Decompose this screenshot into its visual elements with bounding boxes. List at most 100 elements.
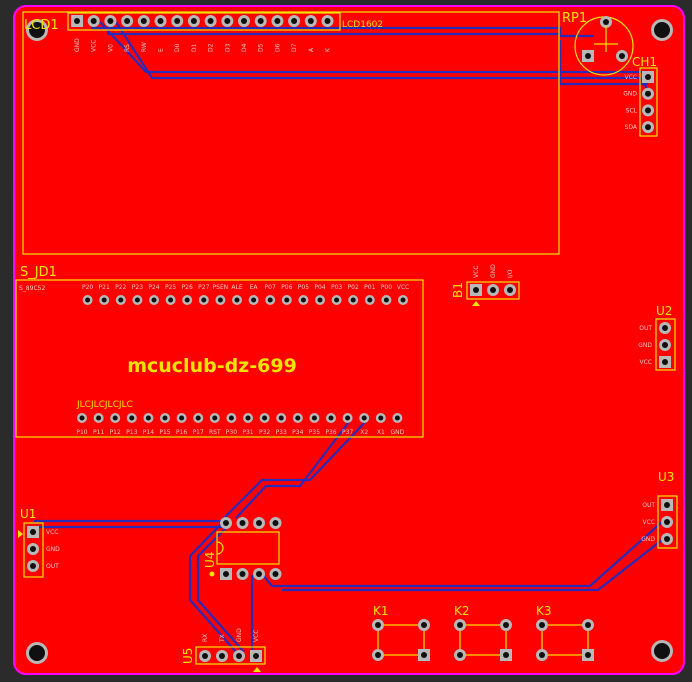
u3-outline	[657, 495, 678, 549]
rp-wiper	[594, 26, 618, 52]
lcd-connector-outline	[67, 12, 341, 31]
button-k2[interactable]: K2	[454, 604, 512, 661]
mcu-top-pad	[82, 295, 93, 305]
rp-hole-2	[603, 19, 609, 25]
trace-u3-u4-b	[282, 539, 663, 592]
lcd-pad	[254, 15, 267, 27]
u2-pin-label: OUT	[639, 325, 652, 332]
u1-pin-label: VCC	[46, 529, 58, 536]
u3-pin-label: GND	[641, 536, 655, 543]
u5-pin-label: GND	[236, 628, 243, 642]
button-k1[interactable]: K1	[372, 604, 430, 661]
k2-outline	[459, 624, 507, 656]
lcd-pad	[71, 15, 83, 27]
mcu-top-pad	[182, 295, 193, 305]
mcu-bottom-pad	[110, 413, 121, 423]
lcd-pad	[171, 15, 184, 27]
mcu-top-pin-label: PSEN	[213, 284, 229, 291]
lcd-pad	[104, 15, 117, 27]
mcu-top-pin-label: P01	[364, 284, 375, 291]
lcd-pin-label: GND	[74, 38, 81, 52]
mcu-bottom-pad	[326, 413, 336, 423]
b-outline	[466, 281, 520, 300]
mcu-bottom-pad	[359, 413, 370, 423]
u2-pin-column: OUT GND VCC	[638, 322, 671, 368]
ch-pad	[642, 71, 654, 83]
mcu-top-pin-label: P27	[198, 284, 209, 291]
mcu-bottom-pin-label: P31	[242, 429, 253, 436]
lcd-pad	[271, 15, 284, 27]
u1-outline	[23, 522, 44, 578]
button-pad	[372, 649, 384, 661]
mcu-bottom-pad	[243, 413, 253, 423]
mounting-hole-top-left	[26, 19, 48, 41]
trace-u4-u5-b	[196, 527, 245, 653]
u2-outline	[655, 318, 676, 371]
lcd-ref-label: LCD1	[24, 18, 59, 33]
mcu-top-pin-label: EA	[250, 284, 259, 291]
k1-outline	[377, 624, 425, 656]
mcu-bottom-pad	[160, 413, 170, 423]
mcu-bottom-pad	[209, 413, 220, 423]
u5-pin-label: RX	[202, 634, 209, 642]
mcu-bottom-pad	[259, 413, 270, 423]
button-pad	[536, 619, 548, 631]
u3-pin-label: OUT	[642, 502, 655, 509]
mounting-hole-bottom-right	[651, 640, 673, 662]
mounting-hole-bottom-left	[26, 642, 48, 664]
u4-pin-bottom	[253, 568, 265, 580]
u4-notch	[216, 541, 224, 555]
lcd-pad	[221, 15, 234, 27]
lcd-pin-label: D3	[224, 43, 231, 52]
button-pad	[500, 649, 512, 661]
mcu-bottom-pad	[226, 413, 237, 423]
mcu-top-pin-label: P05	[298, 284, 309, 291]
lcd-pin-label: RS	[124, 44, 131, 52]
mcu-top-pad	[315, 295, 325, 305]
ch-pin-label: SDA	[625, 124, 638, 131]
mcu-top-pad	[331, 295, 342, 305]
u5-ref-label: U5	[181, 648, 195, 664]
ch-pad	[642, 87, 654, 100]
mcu-top-pin-row: VCCP00P01P02P03P04P05P06P07EAALEPSENP27P…	[82, 284, 409, 305]
lcd-pin-label: D7	[291, 43, 298, 52]
mcu-bottom-pin-label: GND	[391, 429, 405, 436]
u4-ic: U4	[203, 517, 282, 580]
mcu-top-pad	[215, 295, 226, 305]
u2-pin-label: GND	[638, 342, 652, 349]
mcu-top-pin-label: P21	[99, 284, 110, 291]
u4-body-outline	[216, 531, 280, 565]
lcd-pad	[187, 15, 200, 27]
u4-pin-top	[220, 517, 232, 529]
k1-pads	[372, 619, 430, 661]
mcu-top-pin-label: P20	[82, 284, 93, 291]
u2-pin-label: VCC	[640, 359, 652, 366]
k2-ref-label: K2	[454, 604, 470, 618]
mcu-top-pin-label: P03	[331, 284, 342, 291]
u3-ref-label: U3	[658, 470, 674, 484]
button-k3[interactable]: K3	[536, 604, 594, 661]
mcu-bottom-pin-label: P10	[76, 429, 87, 436]
mcu-socket: S_JD1 S_89C52 mcuclub-dz-699 JLCJLCJLCJL…	[15, 265, 424, 438]
u4-ref-label: U4	[203, 552, 217, 568]
button-pad	[500, 619, 512, 631]
mcu-bottom-pin-label: P15	[159, 429, 170, 436]
k1-ref-label: K1	[373, 604, 389, 618]
u5-pin-label: VCC	[253, 630, 260, 642]
mcu-top-pad	[132, 295, 143, 305]
trace-ch-scl	[558, 40, 648, 86]
lcd-pin-label: D0	[174, 43, 181, 52]
mcu-bottom-pad	[77, 413, 87, 423]
lcd-part-label: LCD1602	[342, 20, 383, 30]
mcu-top-pad	[248, 295, 259, 305]
rp-ref-label: RP1	[562, 11, 587, 26]
mcu-bottom-pad	[342, 413, 353, 423]
mcu-top-pin-label: ALE	[231, 284, 242, 291]
